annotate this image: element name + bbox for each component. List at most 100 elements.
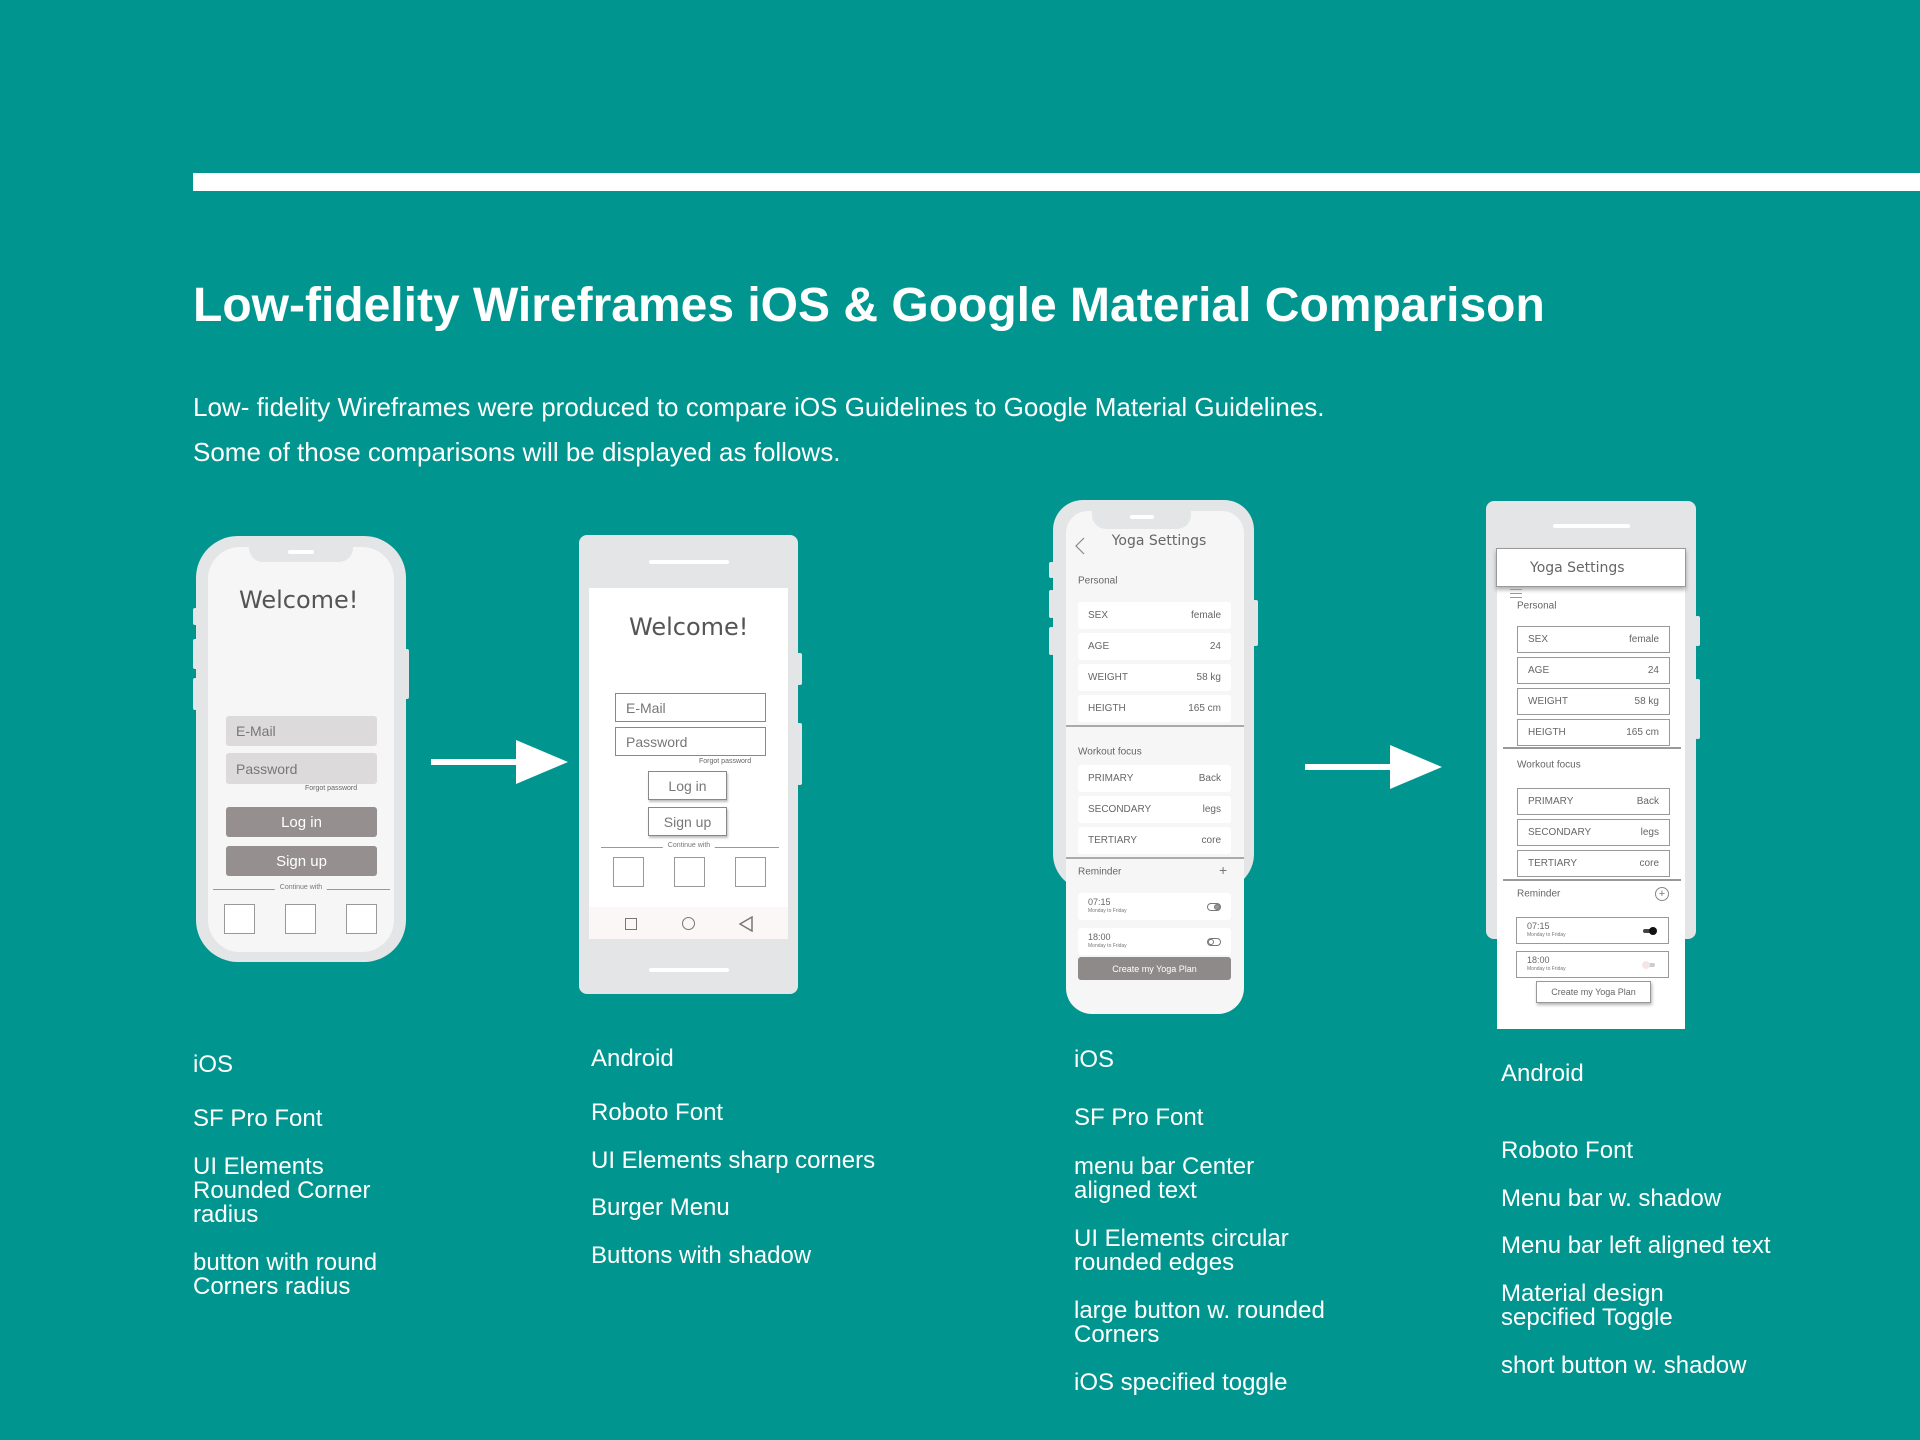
create-plan-button[interactable]: Create my Yoga Plan (1078, 957, 1231, 980)
nav-title: Yoga Settings (1111, 533, 1207, 549)
social-login-button[interactable] (735, 857, 766, 887)
forgot-password-link[interactable]: Forgot password (305, 785, 358, 792)
feature-note: UI Elements Rounded Corner radius (193, 1153, 371, 1228)
add-reminder-icon[interactable]: + (1655, 887, 1669, 901)
social-login-button[interactable] (224, 904, 255, 934)
reminder-days: Monday to Friday (1088, 942, 1127, 949)
continue-with-label: Continue with (274, 884, 328, 891)
workout-row[interactable]: TERTIARY core (1517, 850, 1670, 877)
android-nav-bar (589, 907, 788, 939)
ios-settings-wireframe: Yoga Settings Personal Workout focus Rem… (1049, 500, 1258, 1014)
toggle-switch[interactable] (1642, 960, 1658, 969)
arrow-right-icon (1305, 745, 1442, 789)
app-bar-title: Yoga Settings (1496, 548, 1686, 587)
section-reminder: Reminder (1078, 866, 1122, 878)
email-field[interactable]: E-Mail (615, 693, 766, 722)
android-settings-wireframe: Yoga Settings Personal Workout focus Rem… (1486, 501, 1700, 1029)
feature-note: iOS specified toggle (1074, 1369, 1288, 1396)
platform-label: iOS (193, 1051, 234, 1078)
password-field[interactable]: Password (615, 727, 766, 756)
row-label: HEIGTH (1088, 703, 1126, 714)
row-label: AGE (1088, 641, 1110, 652)
row-label: TERTIARY (1528, 858, 1578, 869)
row-label: WEIGHT (1088, 672, 1128, 683)
row-value: core (1201, 835, 1221, 846)
reminder-time: 18:00 (1088, 931, 1111, 942)
personal-row[interactable]: HEIGTH 165 cm (1517, 719, 1670, 746)
welcome-heading: Welcome! (629, 613, 749, 641)
row-value: 165 cm (1188, 703, 1221, 714)
row-label: SECONDARY (1088, 804, 1152, 815)
row-value: core (1639, 858, 1659, 869)
toggle-switch[interactable] (1642, 926, 1658, 935)
feature-note: Menu bar left aligned text (1501, 1232, 1771, 1259)
toggle-switch[interactable] (1207, 937, 1221, 946)
toggle-thumb (1208, 938, 1214, 945)
row-value: legs (1202, 804, 1221, 815)
toggle-thumb (1649, 926, 1657, 935)
signup-button[interactable]: Sign up (226, 846, 377, 876)
add-reminder-icon[interactable]: + (1219, 862, 1228, 878)
section-personal: Personal (1517, 600, 1557, 612)
reminder-time: 07:15 (1527, 920, 1550, 931)
signup-button[interactable]: Sign up (648, 807, 727, 836)
reminder-days: Monday to Friday (1527, 931, 1566, 938)
forgot-password-link[interactable]: Forgot password (699, 758, 752, 765)
social-login-button[interactable] (285, 904, 316, 934)
personal-row[interactable]: HEIGTH 165 cm (1078, 695, 1231, 722)
login-button[interactable]: Log in (226, 807, 377, 837)
feature-note: SF Pro Font (1074, 1104, 1204, 1131)
row-value: 24 (1647, 665, 1659, 676)
subtitle-line-1: Low- fidelity Wireframes were produced t… (193, 392, 1325, 422)
platform-label: Android (591, 1045, 674, 1072)
login-button[interactable]: Log in (648, 771, 727, 800)
recents-icon[interactable] (625, 918, 637, 930)
personal-row[interactable]: SEX female (1078, 602, 1231, 629)
row-label: SEX (1088, 610, 1109, 621)
create-plan-button[interactable]: Create my Yoga Plan (1536, 981, 1651, 1003)
password-field[interactable]: Password (226, 753, 377, 784)
social-login-button[interactable] (613, 857, 644, 887)
row-value: 165 cm (1626, 727, 1659, 738)
row-label: HEIGTH (1528, 727, 1566, 738)
feature-note: Roboto Font (1501, 1137, 1634, 1164)
feature-note: SF Pro Font (193, 1105, 323, 1132)
personal-row[interactable]: AGE 24 (1078, 633, 1231, 660)
toggle-switch[interactable] (1207, 902, 1221, 911)
feature-note: short button w. shadow (1501, 1352, 1747, 1379)
row-value: female (1190, 610, 1221, 621)
row-value: 24 (1209, 641, 1221, 652)
bottom-bar (649, 968, 729, 972)
feature-note: Material design sepcified Toggle (1501, 1280, 1673, 1331)
back-icon[interactable] (739, 916, 753, 932)
feature-note: button with round Corners radius (193, 1249, 378, 1300)
ios-login-wireframe: Welcome! E-Mail Password Forgot password… (193, 536, 409, 962)
notch (249, 536, 353, 562)
workout-row[interactable]: SECONDARY legs (1078, 796, 1231, 823)
home-icon[interactable] (682, 917, 695, 930)
row-value: legs (1640, 827, 1659, 838)
email-field[interactable]: E-Mail (226, 716, 377, 746)
feature-note: UI Elements sharp corners (591, 1147, 876, 1174)
back-chevron-icon[interactable] (1075, 537, 1085, 555)
section-workout: Workout focus (1517, 759, 1581, 771)
subtitle-line-2: Some of those comparisons will be displa… (193, 437, 841, 467)
section-workout: Workout focus (1078, 746, 1142, 758)
burger-menu-icon[interactable] (1510, 589, 1522, 598)
social-login-button[interactable] (346, 904, 377, 934)
social-login-button[interactable] (674, 857, 705, 887)
